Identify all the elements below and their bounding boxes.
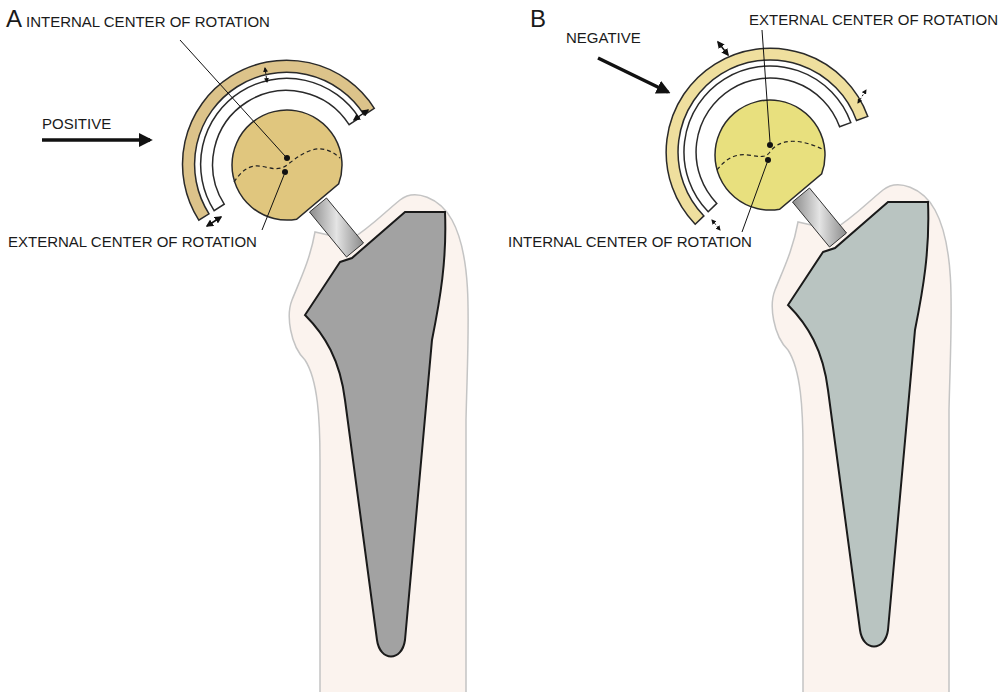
trunnion <box>793 188 847 247</box>
leader-line <box>742 163 767 232</box>
external-center-dot <box>282 169 288 175</box>
callout-label: EXTERNAL CENTER OF ROTATION <box>8 234 257 251</box>
callout-label: EXTERNAL CENTER OF ROTATION <box>749 12 998 29</box>
force-arrow <box>42 138 150 142</box>
leader-line <box>180 40 285 156</box>
leader-line <box>762 30 770 142</box>
callout-label: INTERNAL CENTER OF ROTATION <box>508 234 752 251</box>
callout-label: NEGATIVE <box>566 30 641 47</box>
gap-arrow <box>207 217 221 226</box>
gap-arrow <box>718 42 728 55</box>
femoral-head <box>232 110 342 220</box>
panel-b-joint <box>598 30 868 232</box>
gap-arrow <box>858 90 866 103</box>
acetabular-cup <box>183 60 375 220</box>
external-center-dot <box>767 142 773 148</box>
panel-letter: B <box>530 6 546 32</box>
femur-bone <box>289 195 468 692</box>
force-arrow <box>598 58 668 92</box>
liner <box>684 66 851 212</box>
panel-b <box>772 185 951 692</box>
femoral-stem <box>788 202 928 647</box>
callout-label: POSITIVE <box>42 116 111 133</box>
internal-center-dot <box>765 157 771 163</box>
acetabular-cup <box>666 48 868 224</box>
panel-letter: A <box>6 6 22 32</box>
femoral-head <box>715 100 825 210</box>
gap-arrow <box>354 110 368 120</box>
rotation-path <box>234 149 340 182</box>
femoral-stem <box>305 212 445 657</box>
callout-label: INTERNAL CENTER OF ROTATION <box>26 14 270 31</box>
trunnion <box>310 198 364 257</box>
gap-arrow <box>265 68 267 82</box>
gap-arrow <box>712 220 720 230</box>
rotation-path <box>717 141 824 170</box>
femur-bone <box>772 185 951 692</box>
panel-a <box>42 40 468 692</box>
leader-line <box>262 175 284 230</box>
